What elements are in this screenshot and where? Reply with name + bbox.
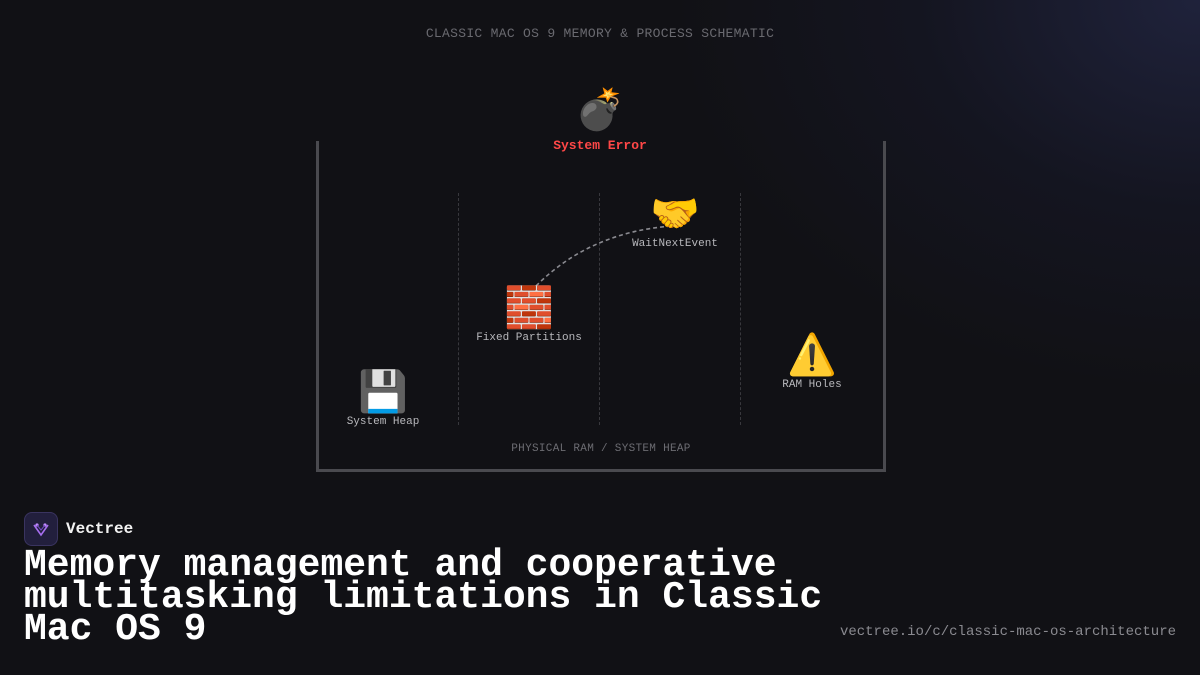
system-error-node: 💣 System Error	[540, 88, 660, 153]
partition-divider	[740, 193, 741, 425]
physical-ram-container	[316, 141, 886, 472]
source-url[interactable]: vectree.io/c/classic-mac-os-architecture	[839, 624, 1176, 640]
handshake-icon: 🤝	[650, 191, 700, 237]
wait-next-event-label: WaitNextEvent	[632, 238, 718, 250]
system-heap-label: System Heap	[346, 416, 420, 428]
floppy-disk-icon: 💾	[358, 369, 408, 415]
warning-icon: ⚠️	[787, 332, 837, 378]
connection-line	[535, 225, 673, 287]
system-error-label: System Error	[553, 138, 647, 153]
partition-divider	[599, 193, 600, 425]
brand: Vectree	[24, 512, 133, 546]
brand-name: Vectree	[66, 520, 134, 538]
fixed-partitions-label: Fixed Partitions	[476, 332, 582, 344]
bomb-icon: 💣	[575, 87, 625, 133]
diagram-header: CLASSIC MAC OS 9 MEMORY & PROCESS SCHEMA…	[425, 26, 775, 41]
page-title: Memory management and cooperative multit…	[24, 544, 823, 651]
partition-divider	[458, 193, 459, 425]
vectree-logo-icon	[24, 512, 58, 546]
container-label: PHYSICAL RAM / SYSTEM HEAP	[511, 443, 691, 455]
brick-icon: 🧱	[504, 285, 554, 331]
ram-holes-node: ⚠️ RAM Holes	[762, 333, 862, 391]
wait-next-event-node: 🤝 WaitNextEvent	[615, 192, 735, 250]
system-heap-node: 💾 System Heap	[333, 370, 433, 428]
fixed-partitions-node: 🧱 Fixed Partitions	[464, 286, 594, 344]
ram-holes-label: RAM Holes	[782, 379, 842, 391]
